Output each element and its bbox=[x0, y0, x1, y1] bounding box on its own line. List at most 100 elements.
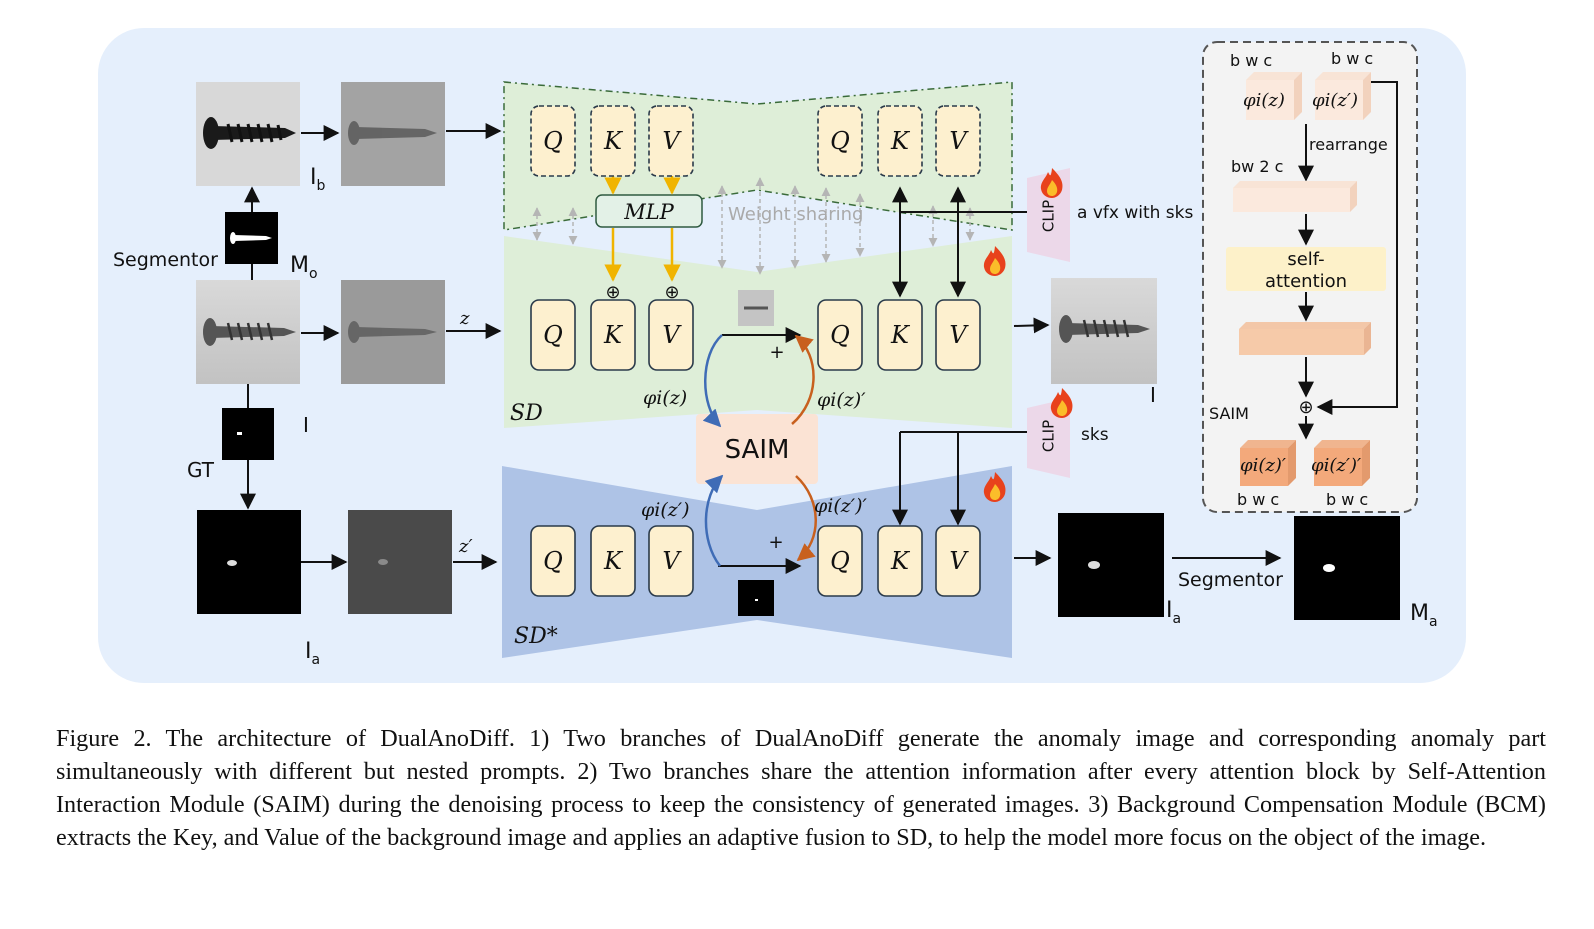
token-label-q: Q bbox=[543, 321, 563, 349]
token-box-bg-enc-k bbox=[590, 105, 636, 177]
mlp-label: MLP bbox=[623, 200, 674, 224]
saim-self-attention-2: attention bbox=[1265, 271, 1347, 292]
anomaly-mask-output bbox=[1294, 516, 1400, 620]
token-box-sd-enc-k bbox=[590, 299, 636, 371]
saim-concat-block bbox=[1233, 181, 1357, 212]
saim-label: SAIM bbox=[725, 435, 790, 465]
intermediate-mask-image bbox=[738, 580, 774, 616]
clip-label-top: CLIP bbox=[1040, 200, 1058, 232]
saim-block bbox=[696, 414, 818, 484]
token-box-sdstar-enc-v bbox=[648, 525, 694, 597]
sd-star-unet bbox=[502, 466, 1012, 658]
token-box-sdstar-dec-v bbox=[935, 525, 981, 597]
label-Ia-out: Ia bbox=[1166, 598, 1181, 627]
token-label-v: V bbox=[662, 321, 682, 349]
phi-z-label: φi(z) bbox=[643, 387, 687, 409]
label-Mo: Mo bbox=[290, 253, 318, 282]
label-Ib: Ib bbox=[310, 165, 326, 194]
token-box-bg-dec-q bbox=[817, 105, 863, 177]
fire-icon bbox=[1050, 388, 1073, 418]
token-label-k: K bbox=[603, 547, 624, 575]
phi-zp-arrow bbox=[704, 474, 724, 567]
saim-oplus: ⊕ bbox=[1298, 397, 1313, 418]
saim-self-attention-1: self- bbox=[1287, 249, 1324, 270]
latent-z-prime-label: z′ bbox=[458, 536, 473, 557]
fire-icon bbox=[983, 472, 1006, 502]
token-label-q: Q bbox=[830, 127, 850, 155]
sd-label: SD bbox=[510, 401, 543, 426]
sd-unet bbox=[504, 236, 1012, 428]
token-box-sd-dec-v bbox=[935, 299, 981, 371]
plus-sd: + bbox=[769, 342, 784, 363]
clip-label-bottom: CLIP bbox=[1040, 420, 1058, 452]
saim-out-1: φi(z)′ bbox=[1240, 455, 1286, 476]
token-label-q: Q bbox=[830, 321, 850, 349]
generated-anomaly-part-image bbox=[1058, 513, 1164, 617]
token-box-bg-enc-q bbox=[530, 105, 576, 177]
saim-cube-phi-z bbox=[1246, 72, 1302, 120]
saim-phi-zp: φi(z′) bbox=[1312, 90, 1358, 111]
token-label-k: K bbox=[890, 547, 911, 575]
saim-attn-out-block bbox=[1239, 322, 1371, 355]
token-label-k: K bbox=[603, 127, 624, 155]
saim-cube-phi-zp bbox=[1315, 72, 1371, 120]
saim-self-attention-block bbox=[1226, 247, 1386, 291]
mlp-block bbox=[595, 194, 703, 228]
weight-sharing-label: Weight sharing bbox=[728, 204, 863, 225]
saim-cube-out-2 bbox=[1314, 440, 1370, 486]
anomaly-part-image bbox=[197, 510, 301, 614]
token-label-q: Q bbox=[543, 127, 563, 155]
plus-sd-star: + bbox=[768, 532, 783, 553]
token-label-v: V bbox=[662, 547, 682, 575]
saim-out-2: φi(z′)′ bbox=[1311, 455, 1361, 476]
segmentor-label-left: Segmentor bbox=[113, 249, 218, 271]
saim-bwc-3: b w c bbox=[1237, 490, 1279, 509]
screw-icon bbox=[348, 121, 437, 145]
prompt-bottom: sks bbox=[1081, 425, 1109, 445]
oplus-k: ⊕ bbox=[605, 282, 620, 303]
token-box-sd-enc-q bbox=[530, 299, 576, 371]
fire-icon bbox=[1040, 168, 1063, 198]
screw-icon bbox=[348, 321, 437, 343]
token-label-v: V bbox=[949, 127, 969, 155]
oplus-v: ⊕ bbox=[664, 282, 679, 303]
phi-zp-prime-out-arrow bbox=[795, 475, 817, 562]
token-box-sdstar-enc-k bbox=[590, 525, 636, 597]
weight-sharing-arrows bbox=[532, 177, 975, 275]
latent-z-label: z bbox=[459, 308, 470, 329]
noisy-anomaly-part-image bbox=[348, 510, 452, 614]
saim-panel-label: SAIM bbox=[1209, 404, 1249, 423]
token-label-k: K bbox=[890, 321, 911, 349]
label-I-mid: I bbox=[303, 413, 309, 437]
token-box-sdstar-dec-q bbox=[817, 525, 863, 597]
saim-phi-z: φi(z) bbox=[1243, 90, 1285, 111]
phi-z-prime-out-arrow bbox=[791, 334, 815, 425]
token-label-k: K bbox=[890, 127, 911, 155]
label-I-out: I bbox=[1150, 383, 1156, 407]
token-label-q: Q bbox=[543, 547, 563, 575]
label-Ma: Ma bbox=[1410, 601, 1438, 630]
saim-bwc-2: b w c bbox=[1331, 49, 1373, 68]
token-box-sdstar-dec-k bbox=[877, 525, 923, 597]
screw-icon bbox=[1059, 315, 1150, 343]
token-label-v: V bbox=[662, 127, 682, 155]
token-label-q: Q bbox=[830, 547, 850, 575]
token-label-v: V bbox=[949, 321, 969, 349]
bcm-arrows bbox=[604, 176, 681, 282]
token-box-sd-dec-k bbox=[877, 299, 923, 371]
saim-rearrange: rearrange bbox=[1309, 135, 1388, 154]
token-label-v: V bbox=[949, 547, 969, 575]
architecture-figure: Ib Segmentor Mo z I GT z′ Ia SD SD* bbox=[98, 28, 1466, 683]
token-box-sd-enc-v bbox=[648, 299, 694, 371]
screw-icon bbox=[203, 318, 296, 346]
token-box-sdstar-enc-q bbox=[530, 525, 576, 597]
gt-mask-image bbox=[222, 408, 274, 460]
saim-residual-arrow bbox=[1316, 81, 1398, 415]
phi-zp-prime-label: φi(z′)′ bbox=[814, 495, 868, 517]
saim-cube-out-1 bbox=[1240, 440, 1296, 486]
sd-star-label: SD* bbox=[514, 624, 558, 649]
token-label-k: K bbox=[603, 321, 624, 349]
phi-z-prime-label: φi(z)′ bbox=[817, 389, 866, 411]
saim-bw2c: bw 2 c bbox=[1231, 157, 1283, 176]
fire-icon bbox=[983, 246, 1006, 276]
